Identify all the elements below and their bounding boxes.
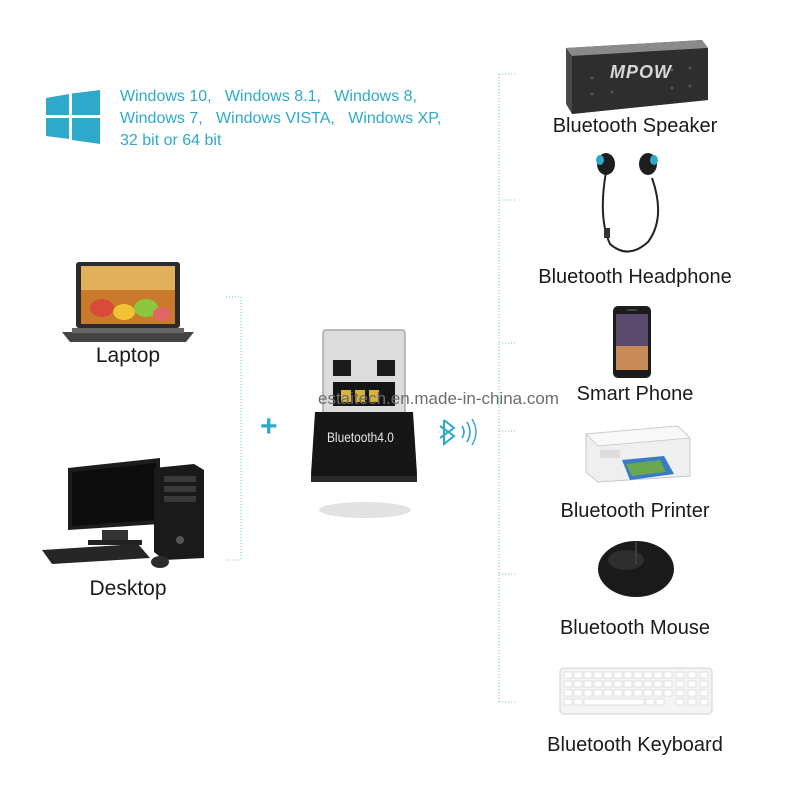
- speaker-brand: MPOW: [610, 62, 672, 82]
- phone-icon: [613, 306, 651, 378]
- os-line: 32 bit or 64 bit: [120, 132, 222, 149]
- mouse-icon: [598, 541, 674, 597]
- desktop-label: Desktop: [89, 577, 167, 600]
- headphone-label: Bluetooth Headphone: [538, 266, 732, 288]
- os-compatibility-text: Windows 10, Windows 8.1, Windows 8, Wind…: [120, 86, 500, 152]
- desktop-icon: [42, 458, 204, 568]
- speaker-icon: [566, 40, 708, 114]
- watermark-text: estaitech.en.made-in-china.com: [318, 389, 559, 408]
- printer-icon: [584, 425, 692, 483]
- phone-label: Smart Phone: [576, 383, 694, 405]
- mouse-label: Bluetooth Mouse: [559, 617, 711, 639]
- dongle-label: Bluetooth4.0: [327, 429, 394, 445]
- headphone-icon: [596, 153, 660, 253]
- laptop-label: Laptop: [95, 344, 161, 367]
- windows-logo-icon: [46, 90, 100, 144]
- bluetooth-signal-icon: [439, 418, 477, 447]
- keyboard-label: Bluetooth Keyboard: [547, 734, 723, 756]
- laptop-icon: [62, 262, 194, 342]
- os-line: Windows 7, Windows VISTA, Windows XP,: [120, 110, 442, 127]
- plus-icon: +: [260, 410, 278, 443]
- os-line: Windows 10, Windows 8.1, Windows 8,: [120, 88, 417, 105]
- keyboard-icon: [559, 667, 713, 715]
- usb-dongle-icon: [311, 329, 417, 518]
- speaker-label: Bluetooth Speaker: [552, 115, 718, 137]
- printer-label: Bluetooth Printer: [560, 500, 710, 522]
